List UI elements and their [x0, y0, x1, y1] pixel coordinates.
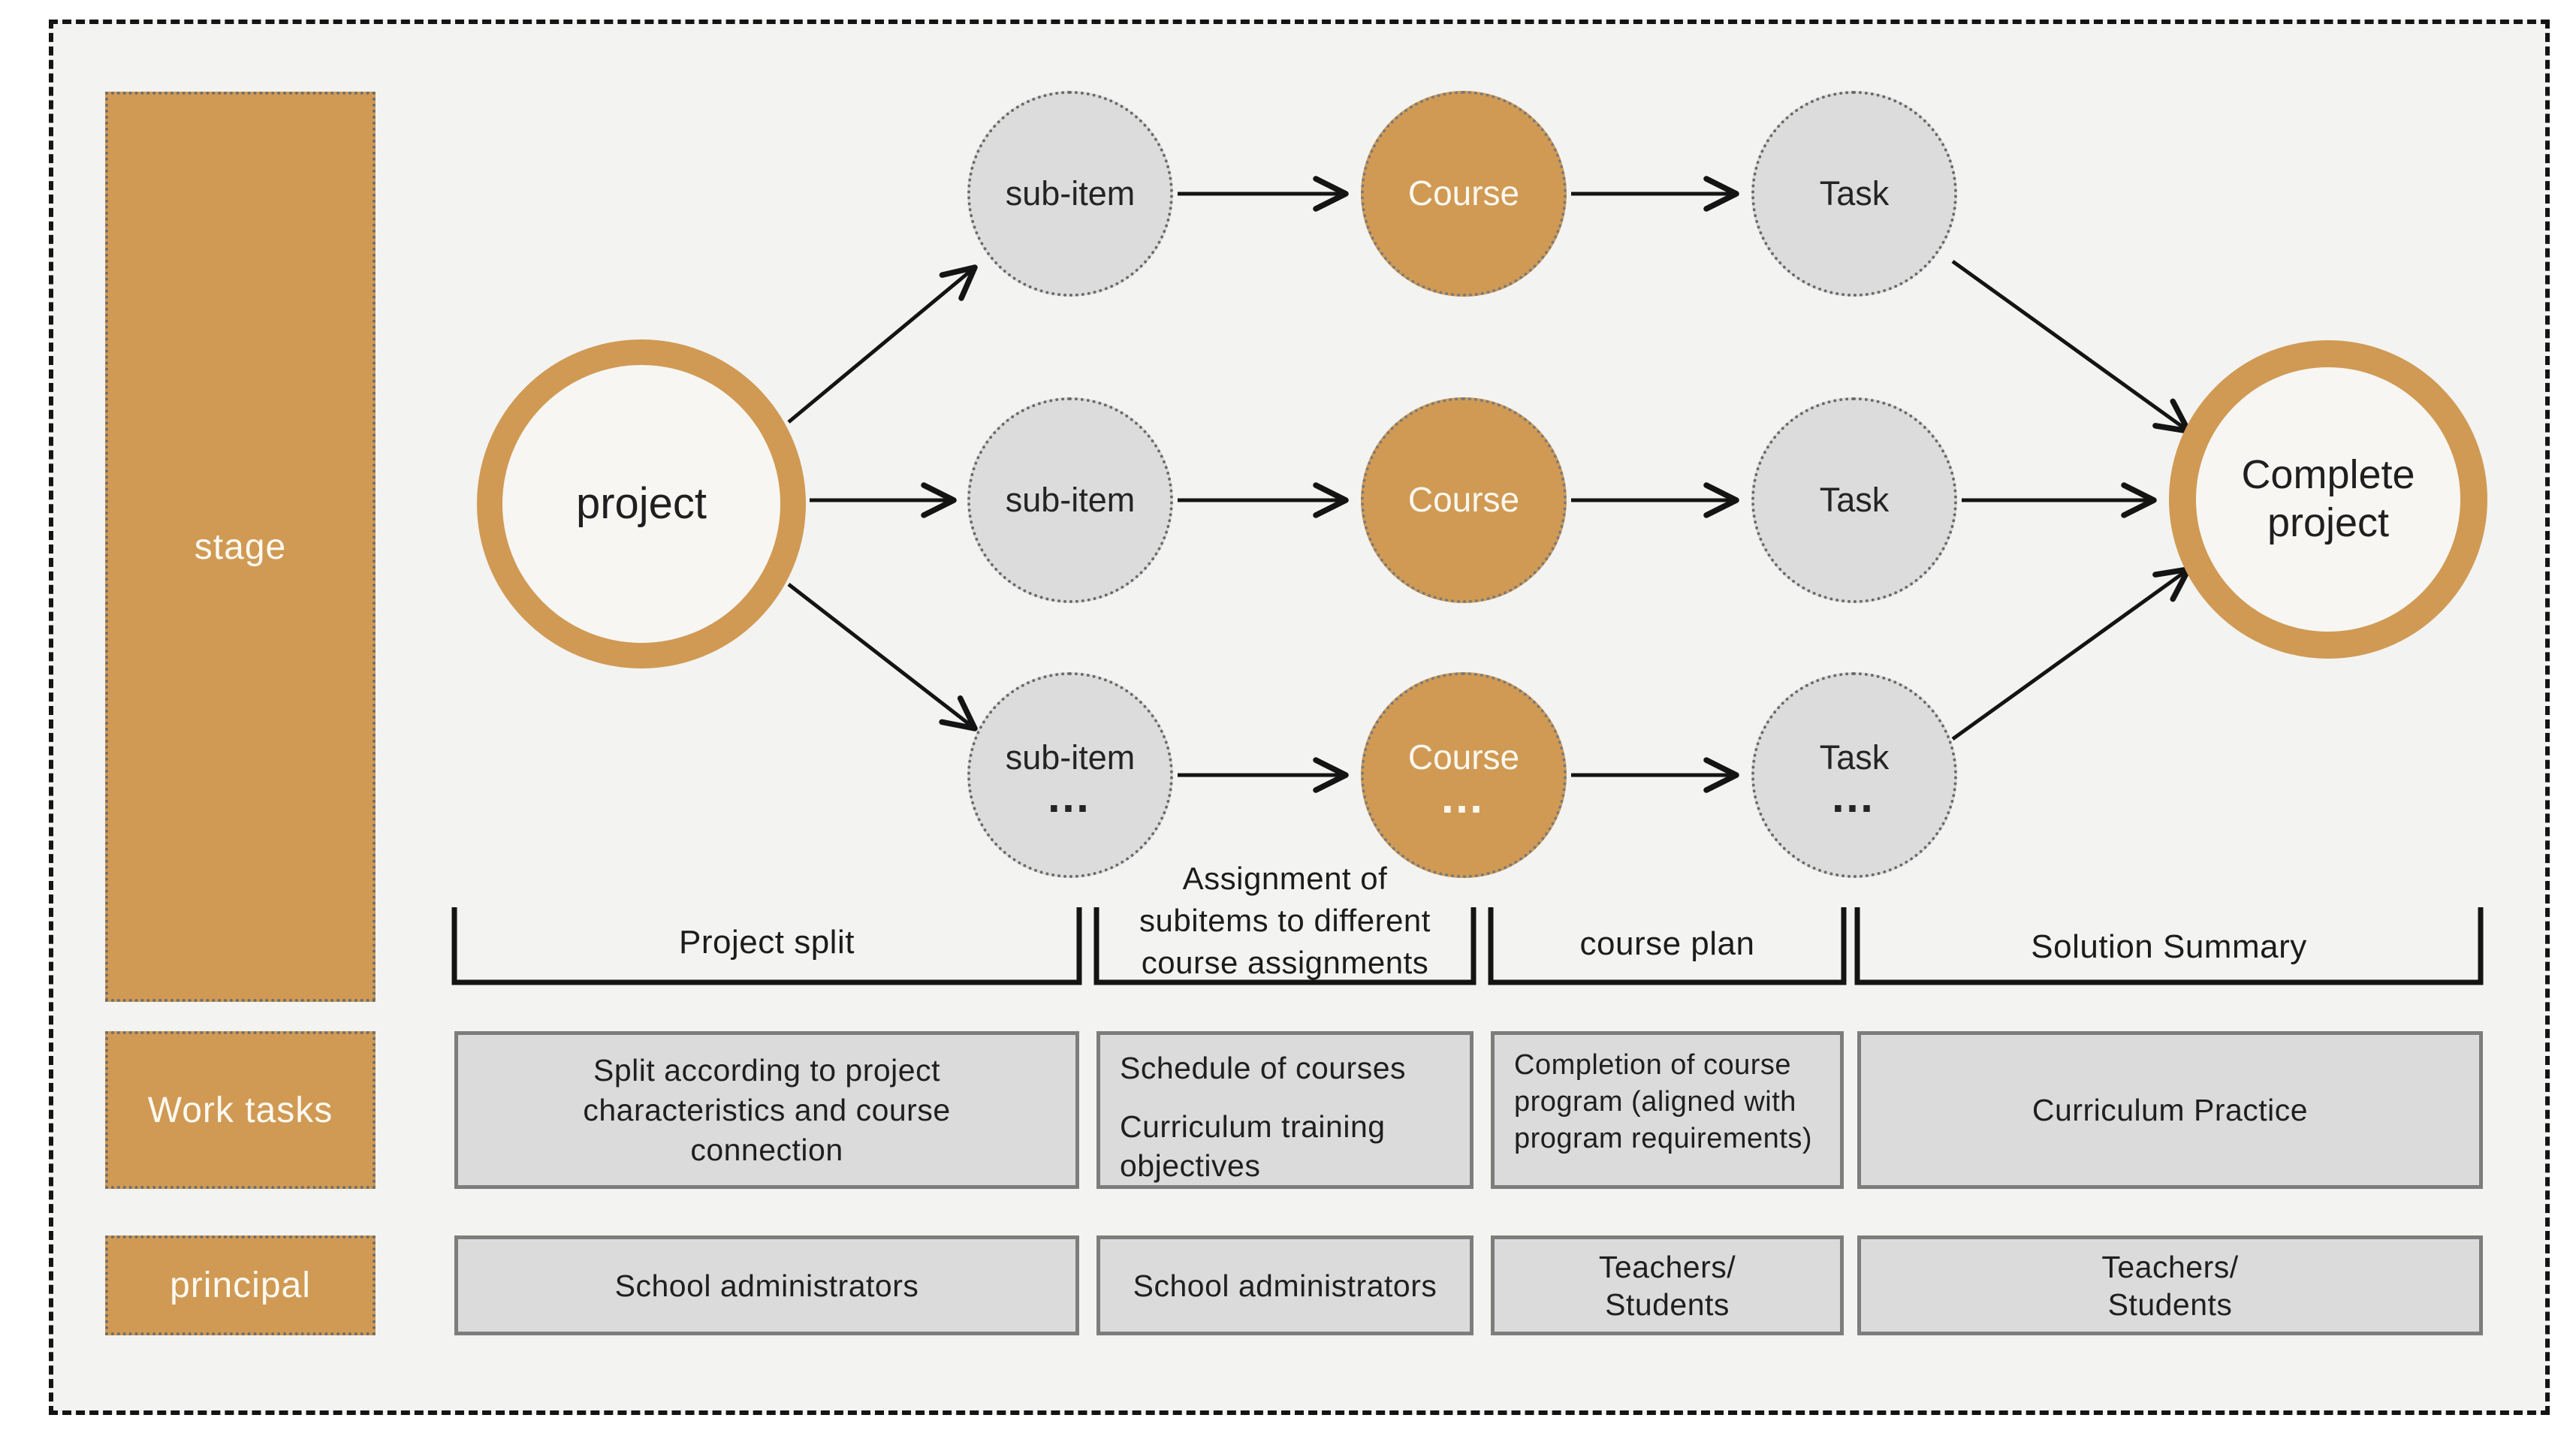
principal-box-3: Teachers/ Students: [1491, 1235, 1844, 1335]
principal-rail-box: principal: [105, 1235, 376, 1335]
course-node-3: Course …: [1361, 672, 1567, 878]
principal-rail-label: principal: [170, 1266, 311, 1305]
work-task-box-1-line2: characteristics and course: [583, 1092, 951, 1127]
phase-label-solution-summary: Solution Summary: [1857, 928, 2481, 966]
phase-label-assignment-line1: Assignment of: [1182, 861, 1388, 896]
principal-box-4-line1: Teachers/: [2101, 1249, 2239, 1284]
arrow-project-to-subitem-1: [787, 264, 978, 424]
task-node-3-ellipsis: …: [1829, 771, 1879, 822]
work-task-box-3-line2: program (aligned with: [1514, 1086, 1796, 1118]
work-tasks-rail-label: Work tasks: [147, 1090, 333, 1130]
sub-item-node-2: sub-item: [967, 397, 1173, 603]
complete-project-label-line1: Complete: [2241, 452, 2415, 498]
phase-bracket-course-plan: [1488, 907, 1847, 985]
principal-box-2-label: School administrators: [1133, 1268, 1437, 1303]
task-node-2-label: Task: [1819, 480, 1890, 519]
work-task-box-2: Schedule of courses Curriculum training …: [1096, 1031, 1474, 1189]
phase-bracket-solution-summary: [1854, 907, 2484, 985]
phase-label-course-plan: course plan: [1491, 925, 1844, 963]
phase-label-course-plan-text: course plan: [1579, 925, 1755, 962]
sub-item-node-3-label: sub-item: [1005, 738, 1136, 777]
principal-box-1: School administrators: [454, 1235, 1079, 1335]
phase-bracket-assignment: [1093, 907, 1477, 985]
work-task-box-1-line3: connection: [690, 1132, 843, 1167]
principal-box-4-line2: Students: [2107, 1287, 2233, 1322]
arrow-task3-to-complete: [1951, 566, 2191, 741]
phase-label-assignment: Assignment of subitems to different cour…: [1096, 858, 1474, 984]
work-tasks-rail-box: Work tasks: [105, 1031, 376, 1189]
task-node-2: Task: [1751, 397, 1957, 603]
phase-label-assignment-line3: course assignments: [1141, 945, 1429, 980]
course-node-2-label: Course: [1407, 480, 1520, 520]
complete-project-label-line2: project: [2267, 500, 2390, 545]
phase-bracket-project-split: [451, 907, 1082, 985]
course-node-1-label: Course: [1407, 173, 1520, 213]
principal-box-3-line2: Students: [1605, 1287, 1730, 1322]
course-node-3-label: Course: [1407, 738, 1520, 777]
phase-label-project-split: Project split: [454, 924, 1079, 961]
task-node-1: Task: [1751, 91, 1957, 297]
phase-label-project-split-text: Project split: [679, 924, 855, 961]
course-node-3-ellipsis: …: [1439, 771, 1489, 822]
project-node-label: project: [575, 478, 707, 528]
work-task-box-1: Split according to project characteristi…: [454, 1031, 1079, 1189]
work-task-box-2-paragraph2: Curriculum training objectives: [1120, 1109, 1386, 1183]
work-task-box-3-line1: Completion of course: [1514, 1049, 1792, 1081]
arrow-project-to-subitem-3: [787, 583, 978, 732]
work-task-box-3: Completion of course program (aligned wi…: [1491, 1031, 1844, 1189]
arrow-task1-to-complete: [1951, 259, 2191, 434]
work-task-box-2-paragraph1: Schedule of courses: [1120, 1051, 1407, 1085]
work-task-box-3-line3: program requirements): [1514, 1123, 1812, 1154]
course-node-1: Course: [1361, 91, 1567, 297]
task-node-3-label: Task: [1819, 738, 1890, 777]
project-node: project: [477, 339, 806, 668]
phase-label-assignment-line2: subitems to different: [1139, 903, 1431, 938]
principal-box-1-label: School administrators: [614, 1268, 919, 1303]
phase-label-solution-summary-text: Solution Summary: [2031, 928, 2307, 965]
course-node-2: Course: [1361, 397, 1567, 603]
task-node-3: Task …: [1751, 672, 1957, 878]
sub-item-node-1-label: sub-item: [1005, 173, 1136, 213]
work-task-box-1-line1: Split according to project: [593, 1052, 940, 1088]
complete-project-node: Complete project: [2169, 340, 2487, 659]
principal-box-2: School administrators: [1096, 1235, 1474, 1335]
sub-item-node-3: sub-item …: [967, 672, 1173, 878]
work-task-box-4: Curriculum Practice: [1857, 1031, 2483, 1189]
work-task-box-4-label: Curriculum Practice: [2032, 1092, 2309, 1127]
stage-rail-box: stage: [105, 92, 376, 1002]
sub-item-node-1: sub-item: [967, 91, 1173, 297]
sub-item-node-2-label: sub-item: [1005, 480, 1136, 519]
sub-item-node-3-ellipsis: …: [1045, 771, 1095, 822]
task-node-1-label: Task: [1819, 173, 1890, 213]
principal-box-4: Teachers/ Students: [1857, 1235, 2483, 1335]
stage-rail-label: stage: [194, 526, 287, 567]
principal-box-3-line1: Teachers/: [1598, 1249, 1736, 1284]
